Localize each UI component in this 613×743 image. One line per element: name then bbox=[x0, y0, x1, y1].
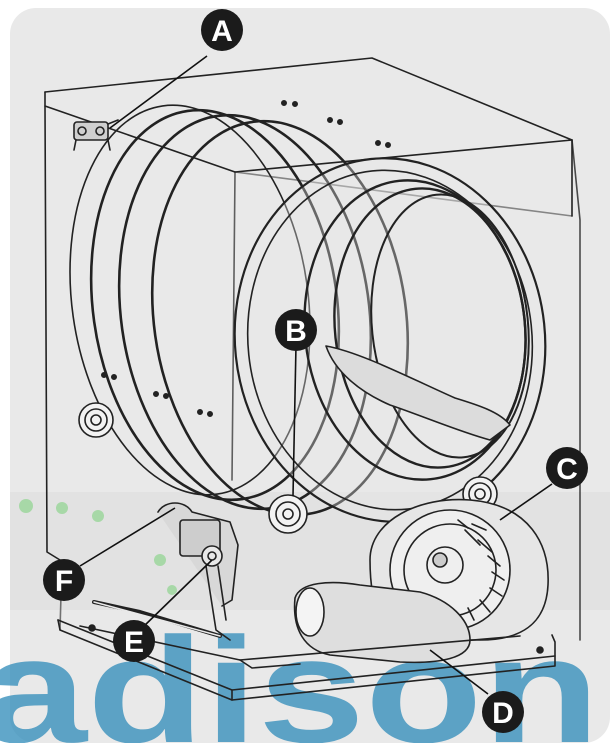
thermostat-component bbox=[73, 119, 119, 151]
watermark-dot bbox=[92, 510, 104, 522]
leader-line-e bbox=[141, 559, 213, 629]
callout-c-circle bbox=[546, 447, 588, 489]
callout-f: F bbox=[43, 559, 85, 601]
duct-opening bbox=[295, 587, 325, 637]
callout-e-label: E bbox=[124, 626, 144, 659]
drum-baffle bbox=[325, 345, 511, 441]
leader-line-b bbox=[292, 344, 297, 497]
leader-line-d bbox=[429, 649, 489, 695]
leader-lines bbox=[79, 55, 553, 695]
watermark-dot bbox=[56, 502, 68, 514]
callout-f-circle bbox=[43, 559, 85, 601]
callout-b: B bbox=[275, 309, 317, 351]
callout-e: E bbox=[113, 620, 155, 662]
callout-c-label: C bbox=[556, 453, 578, 486]
callout-d: D bbox=[482, 691, 524, 733]
callout-b-circle bbox=[275, 309, 317, 351]
cabinet-outline bbox=[44, 57, 581, 701]
leader-line-f bbox=[79, 507, 176, 567]
callout-d-circle bbox=[482, 691, 524, 733]
callout-f-label: F bbox=[55, 565, 73, 598]
callout-b-label: B bbox=[285, 315, 307, 348]
watermark-dot bbox=[154, 554, 166, 566]
callout-c: C bbox=[546, 447, 588, 489]
motor-assembly bbox=[92, 502, 239, 641]
callout-d-label: D bbox=[492, 697, 514, 730]
callout-a-label: A bbox=[211, 15, 233, 48]
drum-roller-front bbox=[268, 494, 308, 534]
leader-line-a bbox=[109, 55, 208, 129]
drum-roller-left bbox=[78, 402, 114, 438]
callout-a-circle bbox=[201, 9, 243, 51]
leader-line-c bbox=[499, 483, 553, 521]
callout-e-circle bbox=[113, 620, 155, 662]
watermark-dot bbox=[167, 585, 177, 595]
watermark-dot bbox=[19, 499, 33, 513]
callout-a: A bbox=[201, 9, 243, 51]
